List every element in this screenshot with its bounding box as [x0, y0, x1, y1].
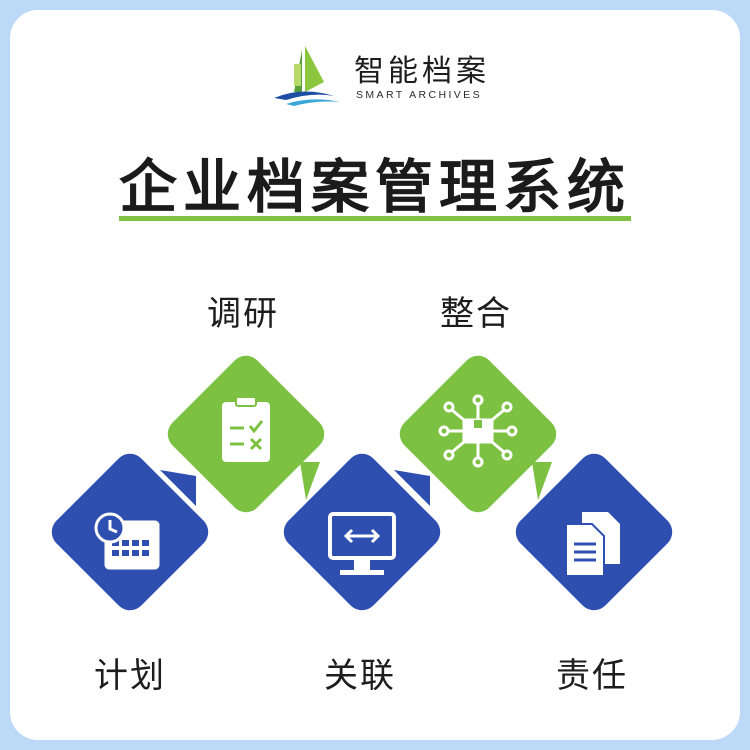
arrow-1-icon	[160, 470, 196, 506]
step-label-plan: 计划	[94, 656, 166, 696]
step-label-integrate: 整合	[440, 294, 512, 334]
page-title: 企业档案管理系统	[118, 153, 631, 221]
clipboard-checklist-icon	[222, 396, 270, 462]
arrow-3-icon	[394, 470, 430, 506]
title-underline	[119, 216, 631, 221]
documents-icon	[565, 512, 620, 577]
step-research-tile[interactable]	[161, 349, 331, 519]
logo-english-name: SMART ARCHIVES	[356, 89, 482, 101]
monitor-code-icon	[328, 512, 396, 575]
brand-logo: 智能档案 SMART ARCHIVES	[272, 42, 486, 110]
sail-boat-logo-icon	[274, 46, 340, 106]
step-integrate-tile[interactable]	[393, 349, 563, 519]
step-label-link: 关联	[324, 656, 396, 696]
step-label-research: 调研	[207, 294, 279, 334]
arrow-2-icon	[300, 462, 320, 500]
step-plan-tile[interactable]	[45, 447, 215, 617]
arrow-4-icon	[532, 462, 552, 500]
step-link-tile[interactable]	[277, 447, 447, 617]
step-responsibility-tile[interactable]	[509, 447, 679, 617]
step-label-responsibility: 责任	[556, 656, 628, 696]
logo-chinese-name: 智能档案	[354, 54, 490, 89]
calendar-clock-icon	[94, 512, 160, 570]
network-hub-icon	[438, 394, 518, 468]
content-card	[10, 10, 740, 740]
